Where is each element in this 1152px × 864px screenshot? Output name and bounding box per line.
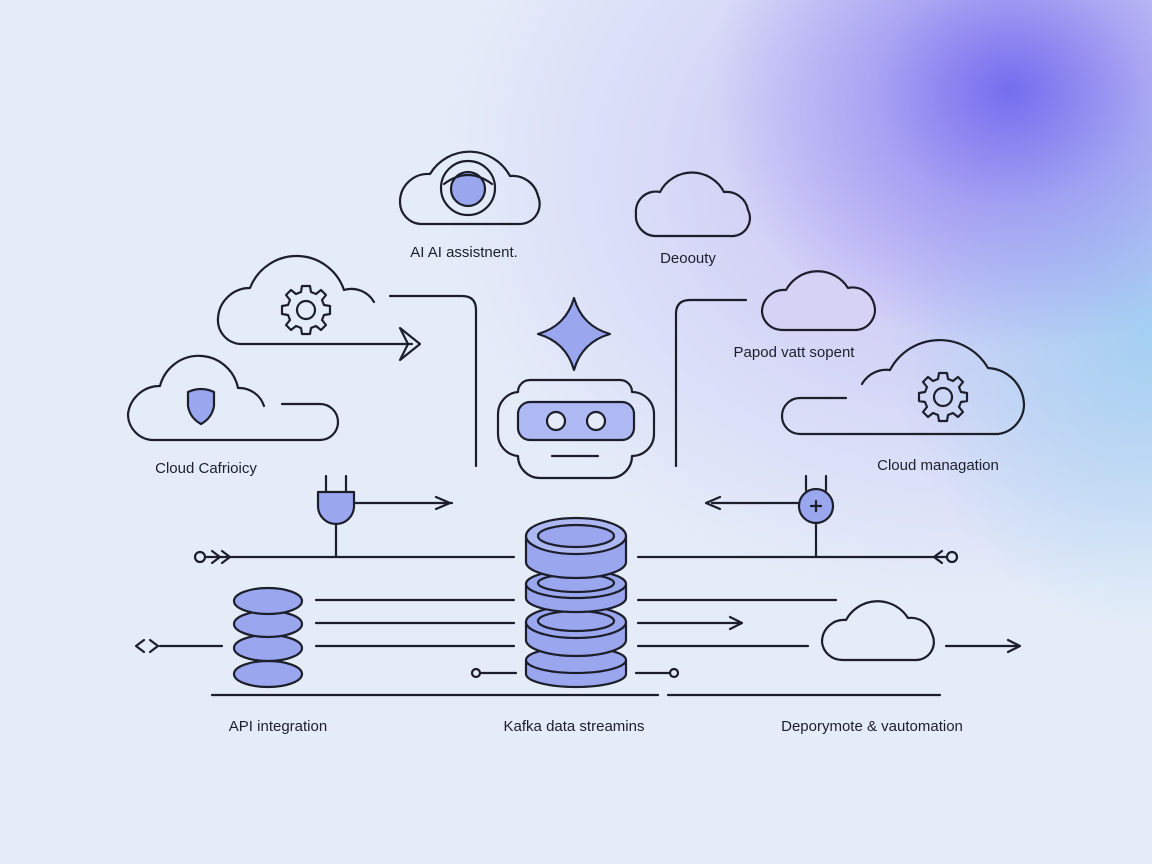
gear-icon-left: [280, 284, 332, 336]
label-api-integration: API integration: [228, 718, 328, 735]
eye-icon: [439, 159, 497, 217]
arrow-icon-output: [944, 638, 1022, 654]
shield-icon: [186, 387, 216, 426]
cloud-icon-deputy: [634, 171, 751, 238]
database-icon-left: [232, 586, 304, 689]
label-papod: Papod vatt sopent: [733, 344, 855, 361]
label-deputy: Deoouty: [660, 250, 716, 267]
sparkle-icon: [536, 296, 612, 372]
bus-line-top: [193, 549, 959, 565]
label-deployment: Deporymote & ᴠautomation: [781, 718, 963, 735]
cloud-icon-ai: [398, 150, 541, 226]
plug-icon: [316, 474, 454, 558]
cloud-icon-management: [780, 338, 1026, 436]
database-icon-kafka: [524, 516, 628, 689]
cloud-icon-gear-left: [216, 254, 422, 362]
cloud-icon-papod: [760, 270, 876, 332]
gear-icon-right: [917, 371, 969, 423]
robot-icon: [496, 378, 656, 480]
cloud-icon-deployment: [820, 600, 935, 662]
label-ai-assistant: AI AI assistnent.: [410, 244, 518, 261]
label-cloud-security: Cloud Cafrioicy: [155, 460, 257, 477]
arrow-icon-flow: [636, 615, 744, 631]
label-kafka: Kafka data streamins: [503, 718, 645, 735]
plus-icon: [704, 474, 835, 558]
connector-dots: [470, 667, 680, 679]
label-cloud-management: Cloud managation: [877, 457, 999, 474]
cloud-icon-security: [126, 354, 340, 442]
connector-left: [388, 294, 478, 468]
connector-right: [674, 298, 748, 468]
arrow-icon-input: [134, 638, 224, 654]
